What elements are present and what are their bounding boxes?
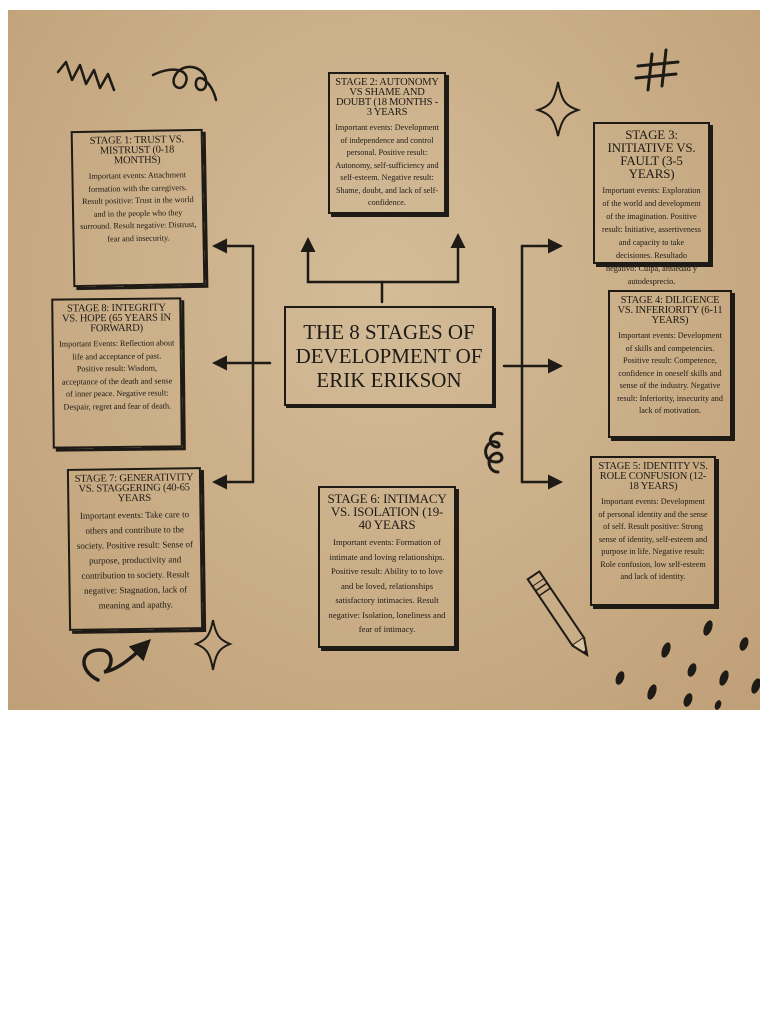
stage-1-title: STAGE 1: TRUST VS. MISTRUST (0-18 MONTHS… (89, 134, 184, 167)
sparkle-doodle (193, 619, 233, 671)
sparkle-doodle (534, 81, 582, 137)
stage-8-title: STAGE 8: INTEGRITY VS. HOPE (65 YEARS IN… (61, 302, 171, 335)
stage-3-box: STAGE 3: INITIATIVE VS. FAULT (3-5 YEARS… (593, 122, 710, 286)
central-title: THE 8 STAGES OF DEVELOPMENT OF ERIK ERIK… (295, 320, 483, 392)
stage-6-box: STAGE 6: INTIMACY VS. ISOLATION (19-40 Y… (318, 486, 456, 648)
stage-8-body: Important Events: Reflection about life … (59, 338, 175, 412)
stage-5-box: STAGE 5: IDENTITY VS. ROLE CONFUSION (12… (590, 456, 716, 606)
stage-2-box: STAGE 2: AUTONOMY VS SHAME AND DOUBT (18… (328, 72, 446, 214)
stage-7-title: STAGE 7: GENERATIVITY VS. STAGGERING (40… (74, 472, 194, 505)
decorations-layer (56, 48, 760, 710)
stage-4-box: STAGE 4: DILIGENCE VS. INFERIORITY (6-11… (608, 290, 732, 438)
mindmap-canvas: THE 8 STAGES OF DEVELOPMENT OF ERIK ERIK… (8, 10, 760, 710)
ink-dots-doodle (615, 620, 760, 710)
stage-4-body: Important events: Development of skills … (617, 331, 723, 415)
stage-5-title: STAGE 5: IDENTITY VS. ROLE CONFUSION (12… (598, 461, 708, 492)
curved-arrow-doodle (82, 639, 151, 682)
spiral-doodle (484, 431, 504, 474)
stage-1-body: Important events: Attachment formation w… (80, 170, 197, 244)
stage-3-body: Important events: Exploration of the wor… (602, 186, 701, 286)
stage-5-body: Important events: Development of persona… (598, 497, 708, 581)
stage-6-title: STAGE 6: INTIMACY VS. ISOLATION (19-40 Y… (327, 491, 447, 532)
central-title-box: THE 8 STAGES OF DEVELOPMENT OF ERIK ERIK… (284, 306, 494, 406)
stage-1-box: STAGE 1: TRUST VS. MISTRUST (0-18 MONTHS… (70, 128, 206, 288)
scribble-doodle (56, 60, 116, 92)
hashtag-doodle (634, 48, 680, 92)
stage-7-box: STAGE 7: GENERATIVITY VS. STAGGERING (40… (66, 467, 204, 631)
curl-doodle (151, 65, 218, 102)
connector-lines (212, 233, 563, 490)
stage-6-body: Important events: Formation of intimate … (328, 537, 446, 634)
stage-3-title: STAGE 3: INITIATIVE VS. FAULT (3-5 YEARS… (607, 127, 696, 181)
stage-8-box: STAGE 8: INTEGRITY VS. HOPE (65 YEARS IN… (51, 297, 183, 449)
stage-2-title: STAGE 2: AUTONOMY VS SHAME AND DOUBT (18… (335, 77, 439, 118)
pencil-icon (526, 570, 589, 658)
stage-2-body: Important events: Development of indepen… (335, 123, 439, 207)
stage-4-title: STAGE 4: DILIGENCE VS. INFERIORITY (6-11… (617, 295, 723, 326)
stage-7-body: Important events: Take care to others an… (76, 509, 194, 611)
